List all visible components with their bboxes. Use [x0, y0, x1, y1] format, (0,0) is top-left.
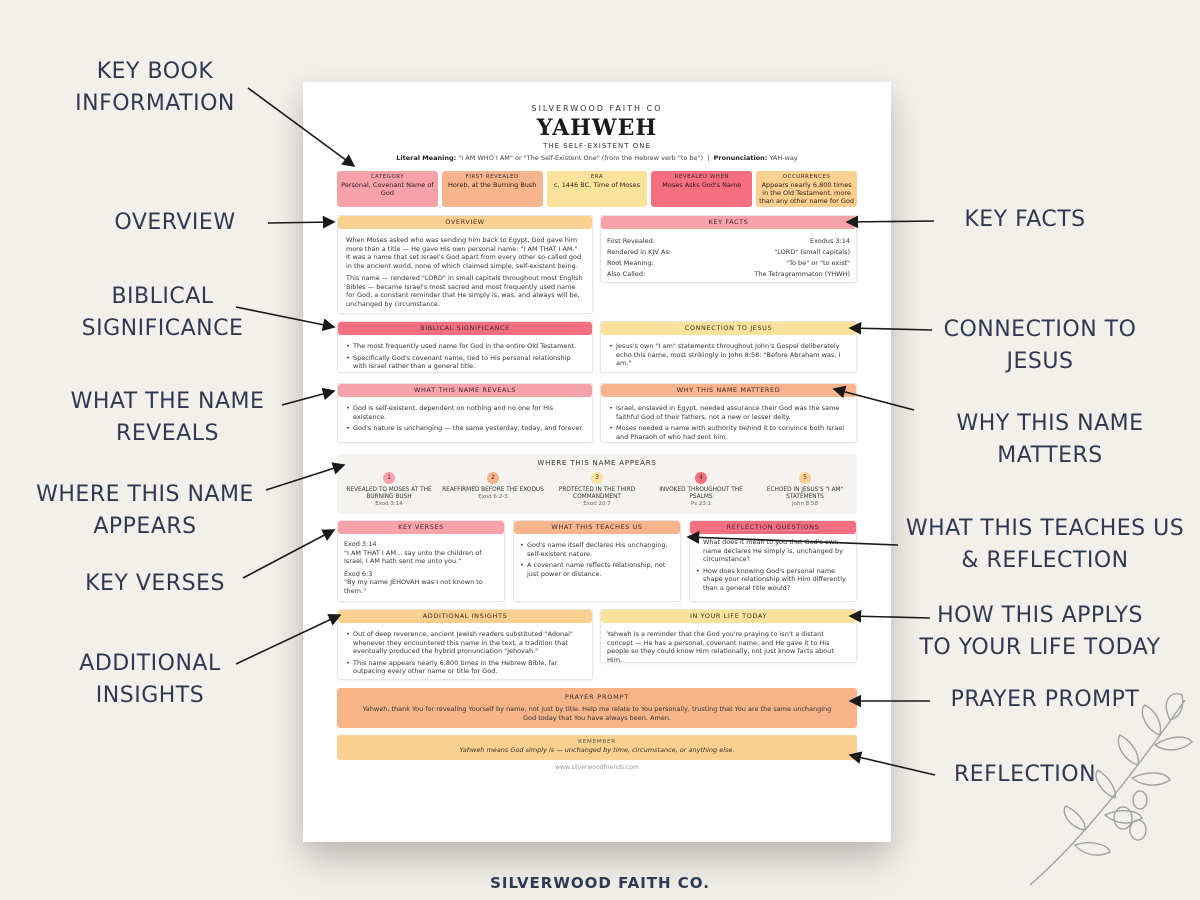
- verse-reference: Exod 6:3: [344, 569, 373, 578]
- info-box-occurrences: OCCURRENCES Appears nearly 6,800 times i…: [756, 171, 857, 207]
- key-facts-header: KEY FACTS: [601, 216, 856, 229]
- callout-life-today: HOW THIS APPLYS TO YOUR LIFE TODAY: [919, 603, 1161, 660]
- key-facts-card: KEY FACTS First Revealed:Exodus 3:14 Ren…: [600, 215, 857, 283]
- info-box-first-revealed: FIRST REVEALED Horeb, at the Burning Bus…: [441, 171, 543, 207]
- overview-card: OVERVIEW When Moses asked who was sendin…: [337, 215, 593, 314]
- list-item: Out of deep reverence, ancient Jewish re…: [346, 630, 584, 656]
- timeline-number: 5: [799, 472, 811, 484]
- fact-row: Also Called:The Tetragrammaton (YHWH): [607, 270, 850, 278]
- key-verses-header: KEY VERSES: [338, 521, 504, 534]
- connection-to-jesus-header: CONNECTION TO JESUS: [601, 322, 856, 335]
- callout-prayer-prompt: PRAYER PROMPT: [950, 687, 1140, 712]
- name-reveals-header: WHAT THIS NAME REVEALS: [338, 384, 592, 397]
- page-subtitle: THE SELF-EXISTENT ONE: [543, 142, 651, 150]
- callout-teaches-reflection: WHAT THIS TEACHES US & REFLECTION: [905, 516, 1185, 573]
- life-today-header: IN YOUR LIFE TODAY: [601, 610, 856, 623]
- prayer-prompt-title: PRAYER PROMPT: [564, 693, 630, 701]
- overview-header: OVERVIEW: [338, 216, 592, 229]
- where-name-appears-timeline: WHERE THIS NAME APPEARS 1 REVEALED TO MO…: [337, 454, 857, 514]
- timeline-item: 3 PROTECTED IN THE THIRD COMMANDMENT Exo…: [558, 472, 636, 507]
- callout-additional-insights: ADDITIONAL INSIGHTS: [79, 651, 221, 708]
- timeline-item: 1 REVEALED TO MOSES AT THE BURNING BUSH …: [346, 472, 432, 507]
- callout-why-name-matters: WHY THIS NAME MATTERS: [956, 411, 1144, 468]
- callout-key-book-info: KEY BOOK INFORMATION: [75, 59, 235, 116]
- info-box-era: ERA c. 1446 BC, Time of Moses: [546, 171, 648, 207]
- reflection-questions-header: REFLECTION QUESTIONS: [690, 521, 856, 534]
- list-item: Israel, enslaved in Egypt, needed assura…: [609, 404, 848, 421]
- callout-biblical-significance: BIBLICAL SIGNIFICANCE: [81, 284, 244, 341]
- callout-connection-to-jesus: CONNECTION TO JESUS: [943, 317, 1137, 374]
- callout-where-name-appears: WHERE THIS NAME APPEARS: [36, 482, 254, 539]
- key-verses-card: KEY VERSES Exod 3:14 "I AM THAT I AM... …: [337, 520, 505, 602]
- remember-box: REMEMBER Yahweh means God simply is — un…: [337, 735, 857, 760]
- remember-title: REMEMBER: [578, 739, 616, 745]
- reflection-questions-card: REFLECTION QUESTIONS What does it mean t…: [689, 520, 857, 602]
- name-reveals-card: WHAT THIS NAME REVEALS God is self-exist…: [337, 383, 593, 443]
- list-item: What does it mean to you that God's own …: [696, 538, 850, 564]
- fact-row: Rendered in KJV As:"LORD" (small capital…: [607, 248, 850, 256]
- name-mattered-header: WHY THIS NAME MATTERED: [601, 384, 856, 397]
- timeline-item: 4 INVOKED THROUGHOUT THE PSALMS Ps 23:1: [659, 472, 743, 507]
- biblical-significance-card: BIBLICAL SIGNIFICANCE The most frequentl…: [337, 321, 593, 373]
- timeline-number: 2: [487, 472, 499, 484]
- callout-reflection: REFLECTION: [953, 762, 1097, 787]
- verse-text: "By my name JEHOVAH was I not known to t…: [344, 578, 483, 595]
- list-item: God is self-existent, dependent on nothi…: [346, 404, 584, 421]
- teaches-header: WHAT THIS TEACHES US: [514, 521, 680, 534]
- timeline-item: 5 ECHOED IN JESUS'S "I AM" STATEMENTS Jo…: [766, 472, 844, 507]
- info-box-category: CATEGORY Personal, Covenant Name of God: [337, 171, 438, 207]
- fact-row: Root Meaning:"To be" or "to exist": [607, 259, 850, 267]
- list-item: God's nature is unchanging — the same ye…: [346, 424, 584, 433]
- name-mattered-card: WHY THIS NAME MATTERED Israel, enslaved …: [600, 383, 857, 443]
- teaches-card: WHAT THIS TEACHES US God's name itself d…: [513, 520, 681, 602]
- overview-paragraph: This name — rendered "LORD" in small cap…: [346, 274, 583, 308]
- additional-insights-header: ADDITIONAL INSIGHTS: [338, 610, 592, 623]
- timeline-number: 4: [695, 472, 707, 484]
- list-item: This name appears nearly 6,800 times in …: [346, 659, 584, 676]
- olive-branch-icon: [1029, 693, 1193, 886]
- sheet-brand: SILVERWOOD FAITH CO: [531, 104, 663, 113]
- verse-reference: Exod 3:14: [344, 540, 377, 548]
- meaning-line: Literal Meaning: "I AM WHO I AM" or "The…: [396, 154, 798, 162]
- website-link: www.silverwoodfriends.com: [555, 764, 639, 771]
- timeline-title: WHERE THIS NAME APPEARS: [537, 459, 657, 467]
- callout-key-facts: KEY FACTS: [964, 207, 1086, 232]
- timeline-number: 3: [591, 472, 603, 484]
- timeline-item: 2 REAFFIRMED BEFORE THE EXODUS Exod 6:2-…: [442, 472, 544, 500]
- additional-insights-card: ADDITIONAL INSIGHTS Out of deep reverenc…: [337, 609, 593, 680]
- callout-overview: OVERVIEW: [114, 210, 236, 235]
- prayer-prompt-text: Yahweh, thank You for revealing Yourself…: [362, 705, 832, 722]
- biblical-significance-header: BIBLICAL SIGNIFICANCE: [338, 322, 592, 335]
- list-item: Jesus's own "I am" statements throughout…: [609, 342, 848, 368]
- connection-to-jesus-card: CONNECTION TO JESUS Jesus's own "I am" s…: [600, 321, 857, 373]
- list-item: A covenant name reflects relationship, n…: [520, 561, 674, 578]
- list-item: Specifically God's covenant name, tied t…: [346, 354, 584, 371]
- sheet-header: SILVERWOOD FAITH CO YAHWEH THE SELF-EXIS…: [303, 104, 891, 162]
- worksheet-page: SILVERWOOD FAITH CO YAHWEH THE SELF-EXIS…: [303, 82, 891, 842]
- list-item: God's name itself declares His unchangin…: [520, 541, 674, 558]
- callout-what-name-reveals: WHAT THE NAME REVEALS: [70, 389, 265, 446]
- list-item: The most frequently used name for God in…: [346, 342, 584, 351]
- life-today-card: IN YOUR LIFE TODAY Yahweh is a reminder …: [600, 609, 857, 664]
- page-title: YAHWEH: [536, 115, 658, 141]
- key-info-row: CATEGORY Personal, Covenant Name of God …: [337, 171, 857, 207]
- timeline-number: 1: [383, 472, 395, 484]
- prayer-prompt-box: PRAYER PROMPT Yahweh, thank You for reve…: [337, 688, 857, 728]
- overview-paragraph: When Moses asked who was sending him bac…: [346, 236, 582, 270]
- list-item: How does knowing God's personal name sha…: [696, 567, 850, 593]
- info-box-revealed-when: REVEALED WHEN Moses Asks God's Name: [651, 171, 753, 207]
- list-item: Moses needed a name with authority behin…: [609, 424, 848, 441]
- verse-text: "I AM THAT I AM... say unto the children…: [344, 548, 482, 566]
- remember-text: Yahweh means God simply is — unchanged b…: [459, 746, 735, 754]
- callout-key-verses: KEY VERSES: [85, 571, 225, 596]
- fact-row: First Revealed:Exodus 3:14: [607, 237, 850, 245]
- footer-brand: SILVERWOOD FAITH CO.: [490, 874, 710, 892]
- life-today-text: Yahweh is a reminder that the God you're…: [607, 630, 834, 664]
